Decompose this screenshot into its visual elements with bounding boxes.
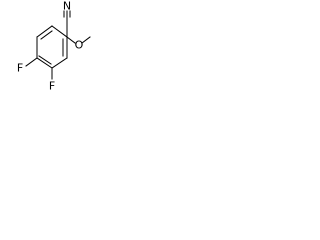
ring-bond-c6-c1 [36,25,53,38]
ring-bond-c3-c4 [51,57,68,69]
ring-bond-c4-c5 [36,57,53,69]
fluorine-bond-left [25,57,38,67]
fluorine-bottom-label: F [49,80,55,93]
structure-canvas: N O F F [0,0,96,100]
ring-bond-c4-c5-inner [38,55,52,65]
ring-bond-c6-c1-inner [40,30,53,40]
nitrogen-label: N [63,0,71,13]
molecule-diagram: N O F F [17,0,91,93]
oxygen-label: O [75,39,84,52]
methoxy-bond-c-o [66,36,76,44]
ring-bond-c1-c2 [51,25,68,38]
fluorine-left-label: F [17,62,23,75]
methoxy-bond-o-ch3 [81,36,91,44]
